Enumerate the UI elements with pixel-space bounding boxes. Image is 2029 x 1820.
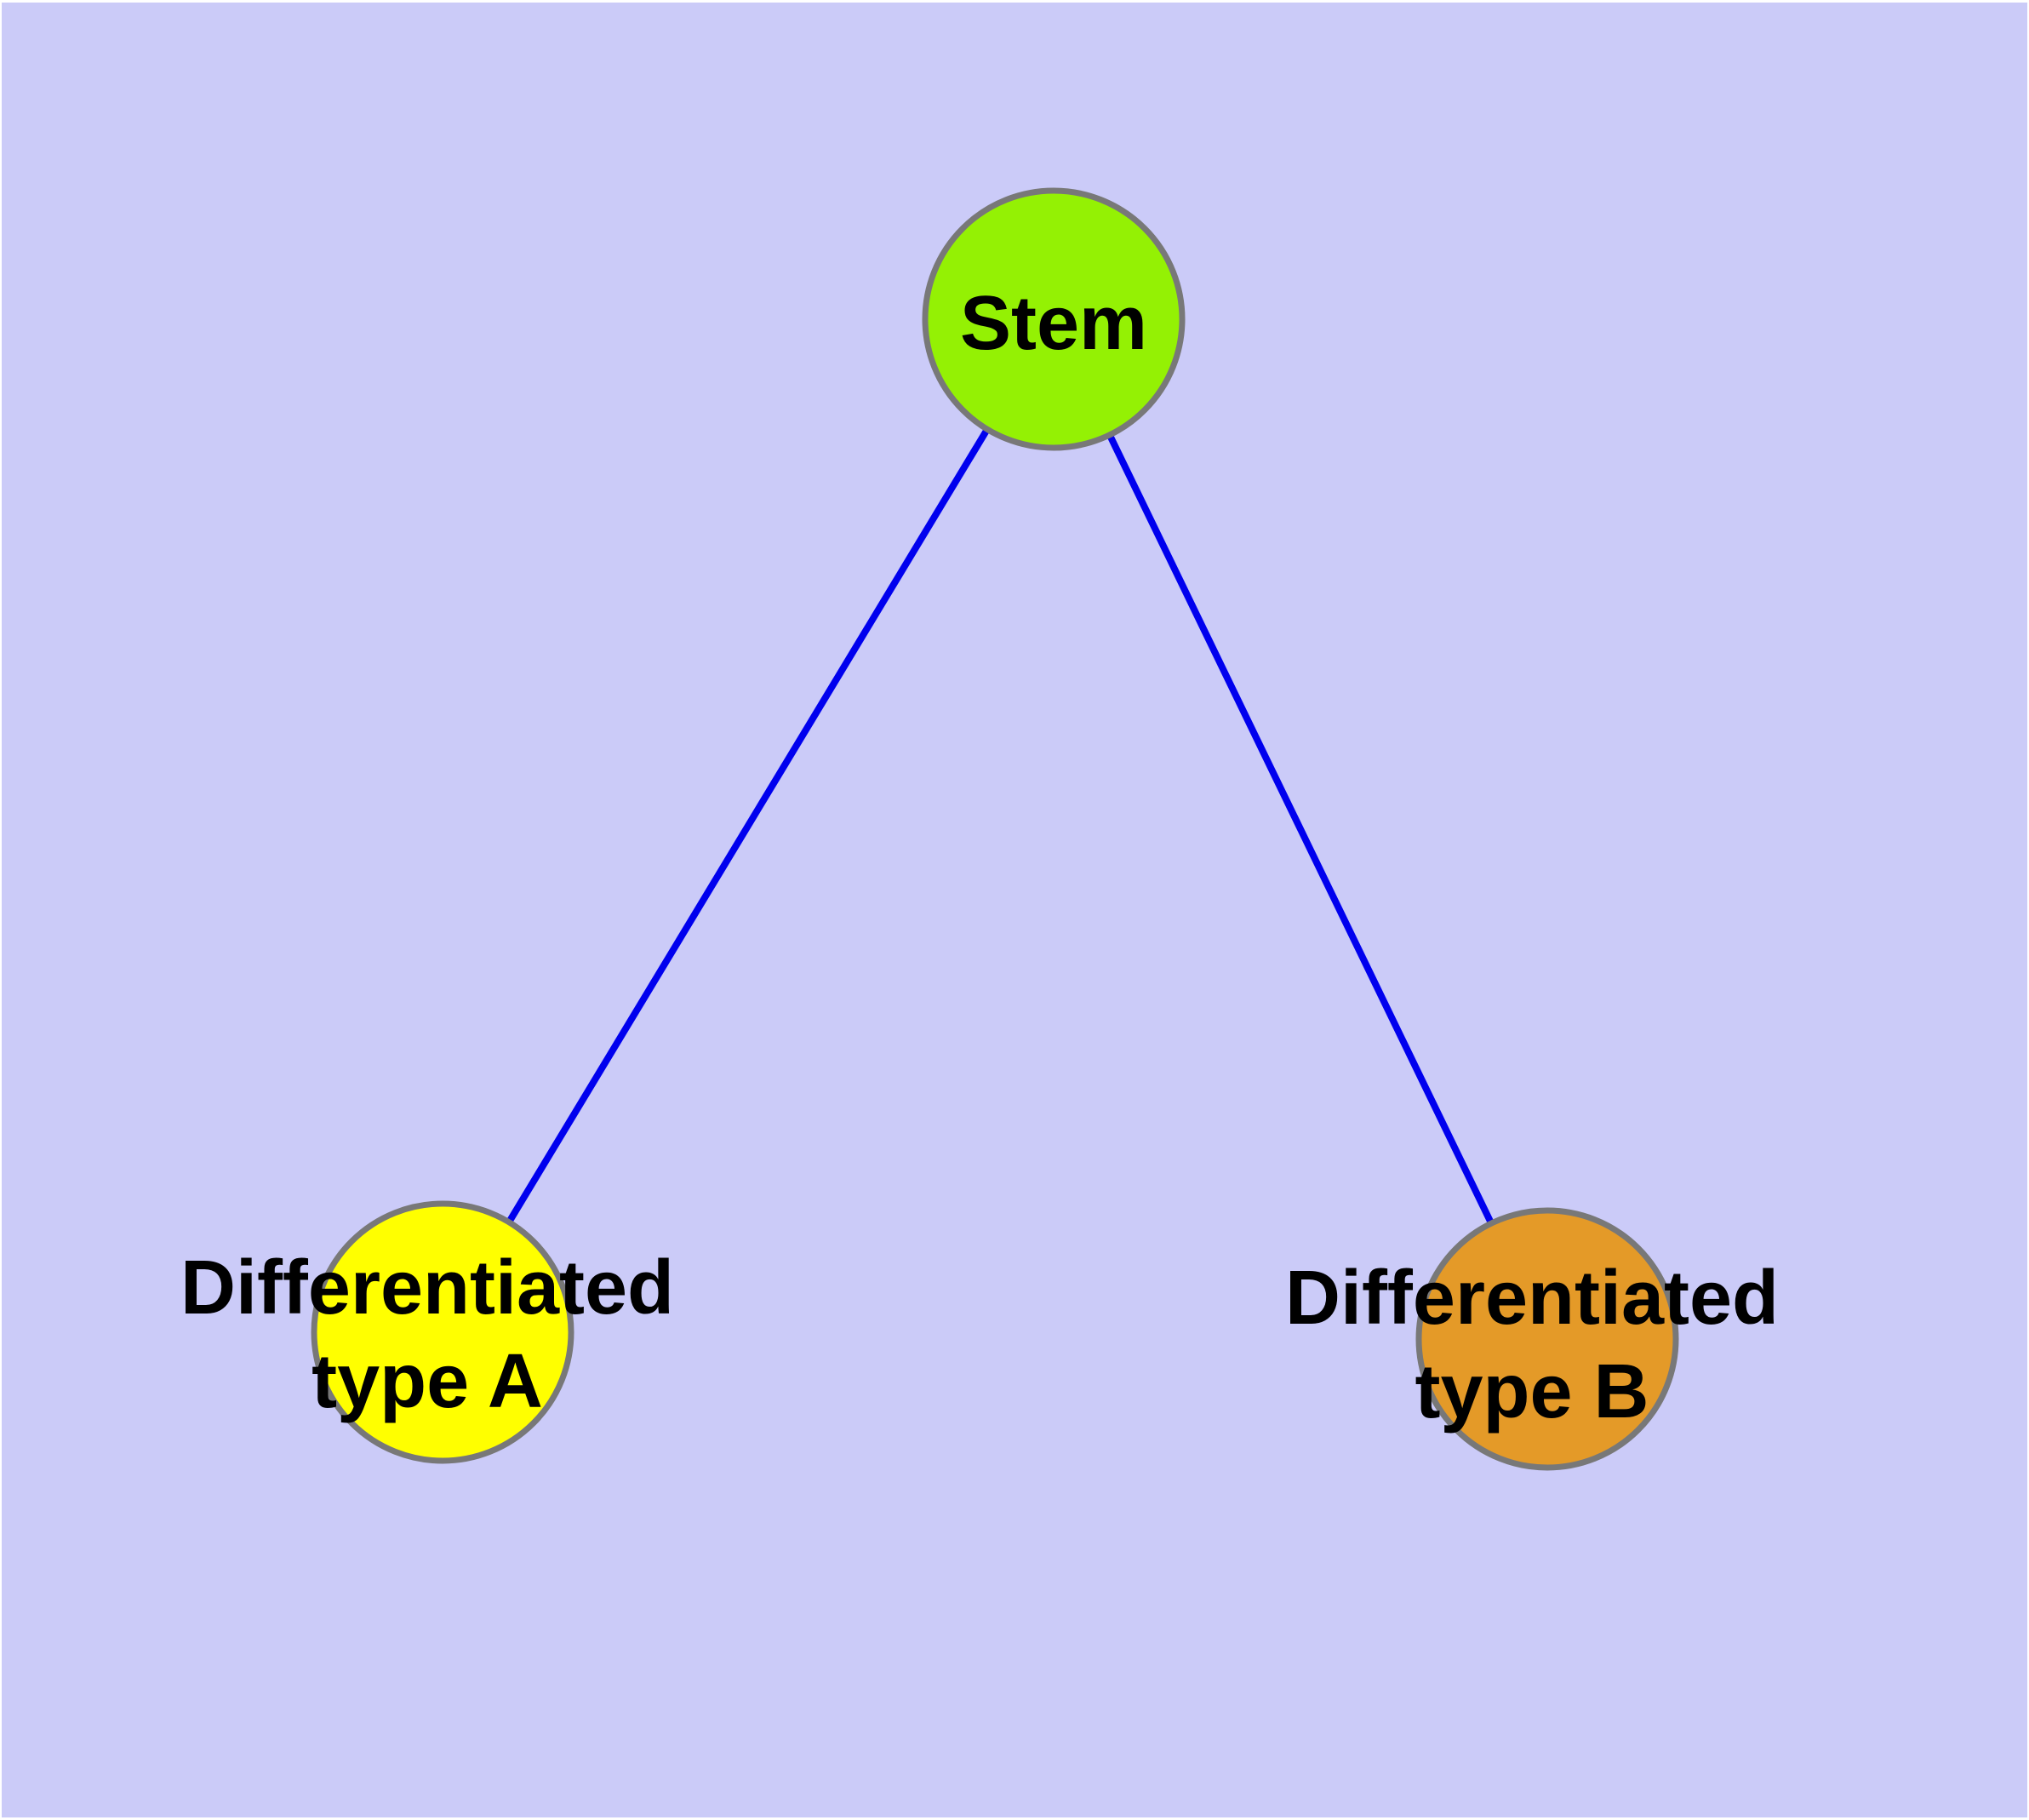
differentiated-type-a-node [311,1200,574,1464]
type-a-label-line1: Differentiated [180,1245,674,1331]
stem-node [922,187,1186,451]
differentiated-type-b-node [1415,1207,1679,1471]
type-b-label-line1: Differentiated [1285,1256,1779,1341]
type-b-label-line2: type B [1415,1349,1649,1434]
type-a-label-line2: type A [311,1339,543,1424]
stem-node-label: Stem [960,281,1147,366]
edge-stem-to-type-a [439,317,1057,1335]
edge-stem-to-type-b [1050,318,1551,1341]
